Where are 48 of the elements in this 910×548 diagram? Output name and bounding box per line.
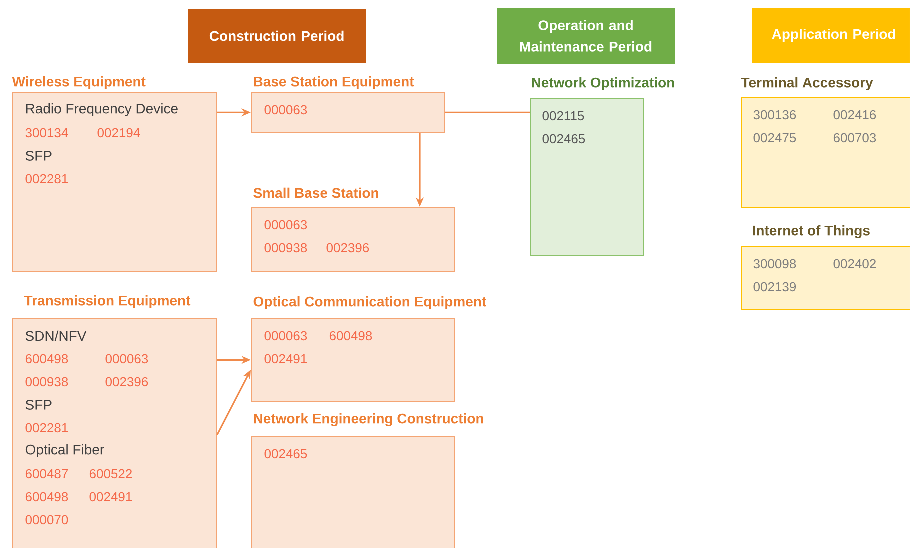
stock-code: 002491 [90, 492, 132, 502]
stock-code: 300136 [754, 110, 796, 120]
stock-code: 000063 [106, 354, 148, 364]
connector-line [445, 112, 530, 114]
stock-code: 002115 [542, 111, 584, 121]
stock-code: 000063 [264, 105, 308, 115]
stock-code: 002465 [264, 449, 308, 459]
box-heading: Internet of Things [753, 225, 870, 239]
stock-code: 002139 [754, 282, 796, 292]
stock-code: 300134 [26, 128, 68, 138]
period-header: Application Period [752, 8, 910, 64]
stock-code: 600498 [26, 354, 68, 364]
stock-code: 000063 [264, 331, 308, 341]
stock-code: 600498 [26, 492, 68, 502]
subcategory-label: SDN/NFV [26, 330, 87, 342]
stock-code: 000938 [264, 243, 308, 253]
stock-code: 600498 [330, 331, 372, 341]
stock-code: 002491 [264, 354, 308, 364]
box-heading: Transmission Equipment [24, 295, 191, 309]
stock-code: 000063 [264, 220, 308, 230]
stock-code: 002396 [106, 377, 148, 387]
period-header: Operation and Maintenance Period [497, 8, 676, 64]
subcategory-label: Radio Frequency Device [26, 103, 178, 117]
box-heading: Optical Communication Equipment [254, 296, 486, 310]
stock-code: 002416 [834, 110, 876, 120]
stock-code: 000070 [26, 515, 68, 525]
period-header: Construction Period [188, 9, 366, 64]
box-heading: Network Engineering Construction [254, 413, 484, 427]
subcategory-label: SFP [26, 151, 52, 161]
subcategory-label: Optical Fiber [26, 444, 104, 458]
stock-code: 002465 [542, 134, 586, 144]
stock-code: 600703 [834, 133, 876, 143]
stock-code: 002475 [754, 133, 796, 143]
stock-code: 002281 [26, 174, 68, 184]
box-heading: Wireless Equipment [12, 76, 146, 90]
box-heading: Small Base Station [254, 188, 378, 198]
box-heading: Network Optimization [532, 77, 674, 91]
stock-code: 002281 [26, 423, 68, 433]
stock-code: 300098 [754, 259, 796, 269]
stock-code: 002402 [834, 259, 876, 269]
stock-code: 002396 [326, 243, 370, 253]
box-heading: Terminal Accessory [741, 77, 874, 91]
stock-code: 000938 [26, 377, 68, 387]
subcategory-label: SFP [26, 400, 52, 410]
stock-code: 002194 [98, 128, 140, 138]
stock-code: 600487 [26, 469, 68, 479]
stock-code: 600522 [90, 469, 132, 479]
box-heading: Base Station Equipment [254, 76, 414, 90]
